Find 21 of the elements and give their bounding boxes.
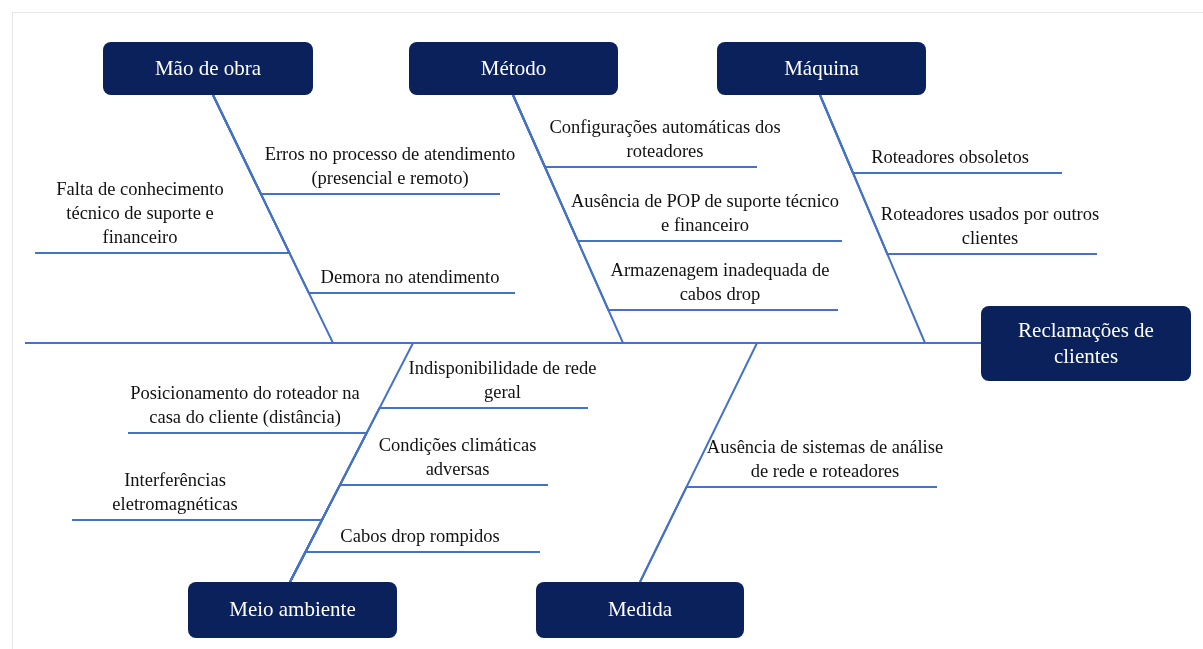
cause-text: Roteadores obsoletos bbox=[850, 144, 1050, 169]
cause-text: Ausência de sistemas de análise de rede e roteadores bbox=[700, 434, 950, 483]
cause-text: Roteadores usados por outros clientes bbox=[880, 201, 1100, 250]
category-box: Meio ambiente bbox=[188, 582, 397, 638]
effect-box: Reclamações de clientes bbox=[981, 306, 1191, 381]
cause-bone bbox=[212, 94, 516, 294]
category-box: Método bbox=[409, 42, 618, 95]
cause-text: Condições climáticas adversas bbox=[365, 432, 550, 481]
cause-text: Indisponibilidade de rede geral bbox=[405, 355, 600, 404]
category-box: Medida bbox=[536, 582, 744, 638]
cause-text: Armazenagem inadequada de cabos drop bbox=[595, 257, 845, 306]
category-box: Mão de obra bbox=[103, 42, 313, 95]
cause-text: Cabos drop rompidos bbox=[300, 523, 540, 548]
cause-bone bbox=[819, 94, 1098, 255]
category-box: Máquina bbox=[717, 42, 926, 95]
cause-text: Posicionamento do roteador na casa do cliente (distância) bbox=[115, 380, 375, 429]
cause-text: Demora no atendimento bbox=[300, 264, 520, 289]
cause-text: Ausência de POP de suporte técnico e financeiro bbox=[570, 188, 840, 237]
cause-bone bbox=[512, 94, 839, 311]
cause-text: Configurações automáticas dos roteadores bbox=[540, 114, 790, 163]
cause-text: Interferências eletromagnéticas bbox=[70, 467, 280, 516]
